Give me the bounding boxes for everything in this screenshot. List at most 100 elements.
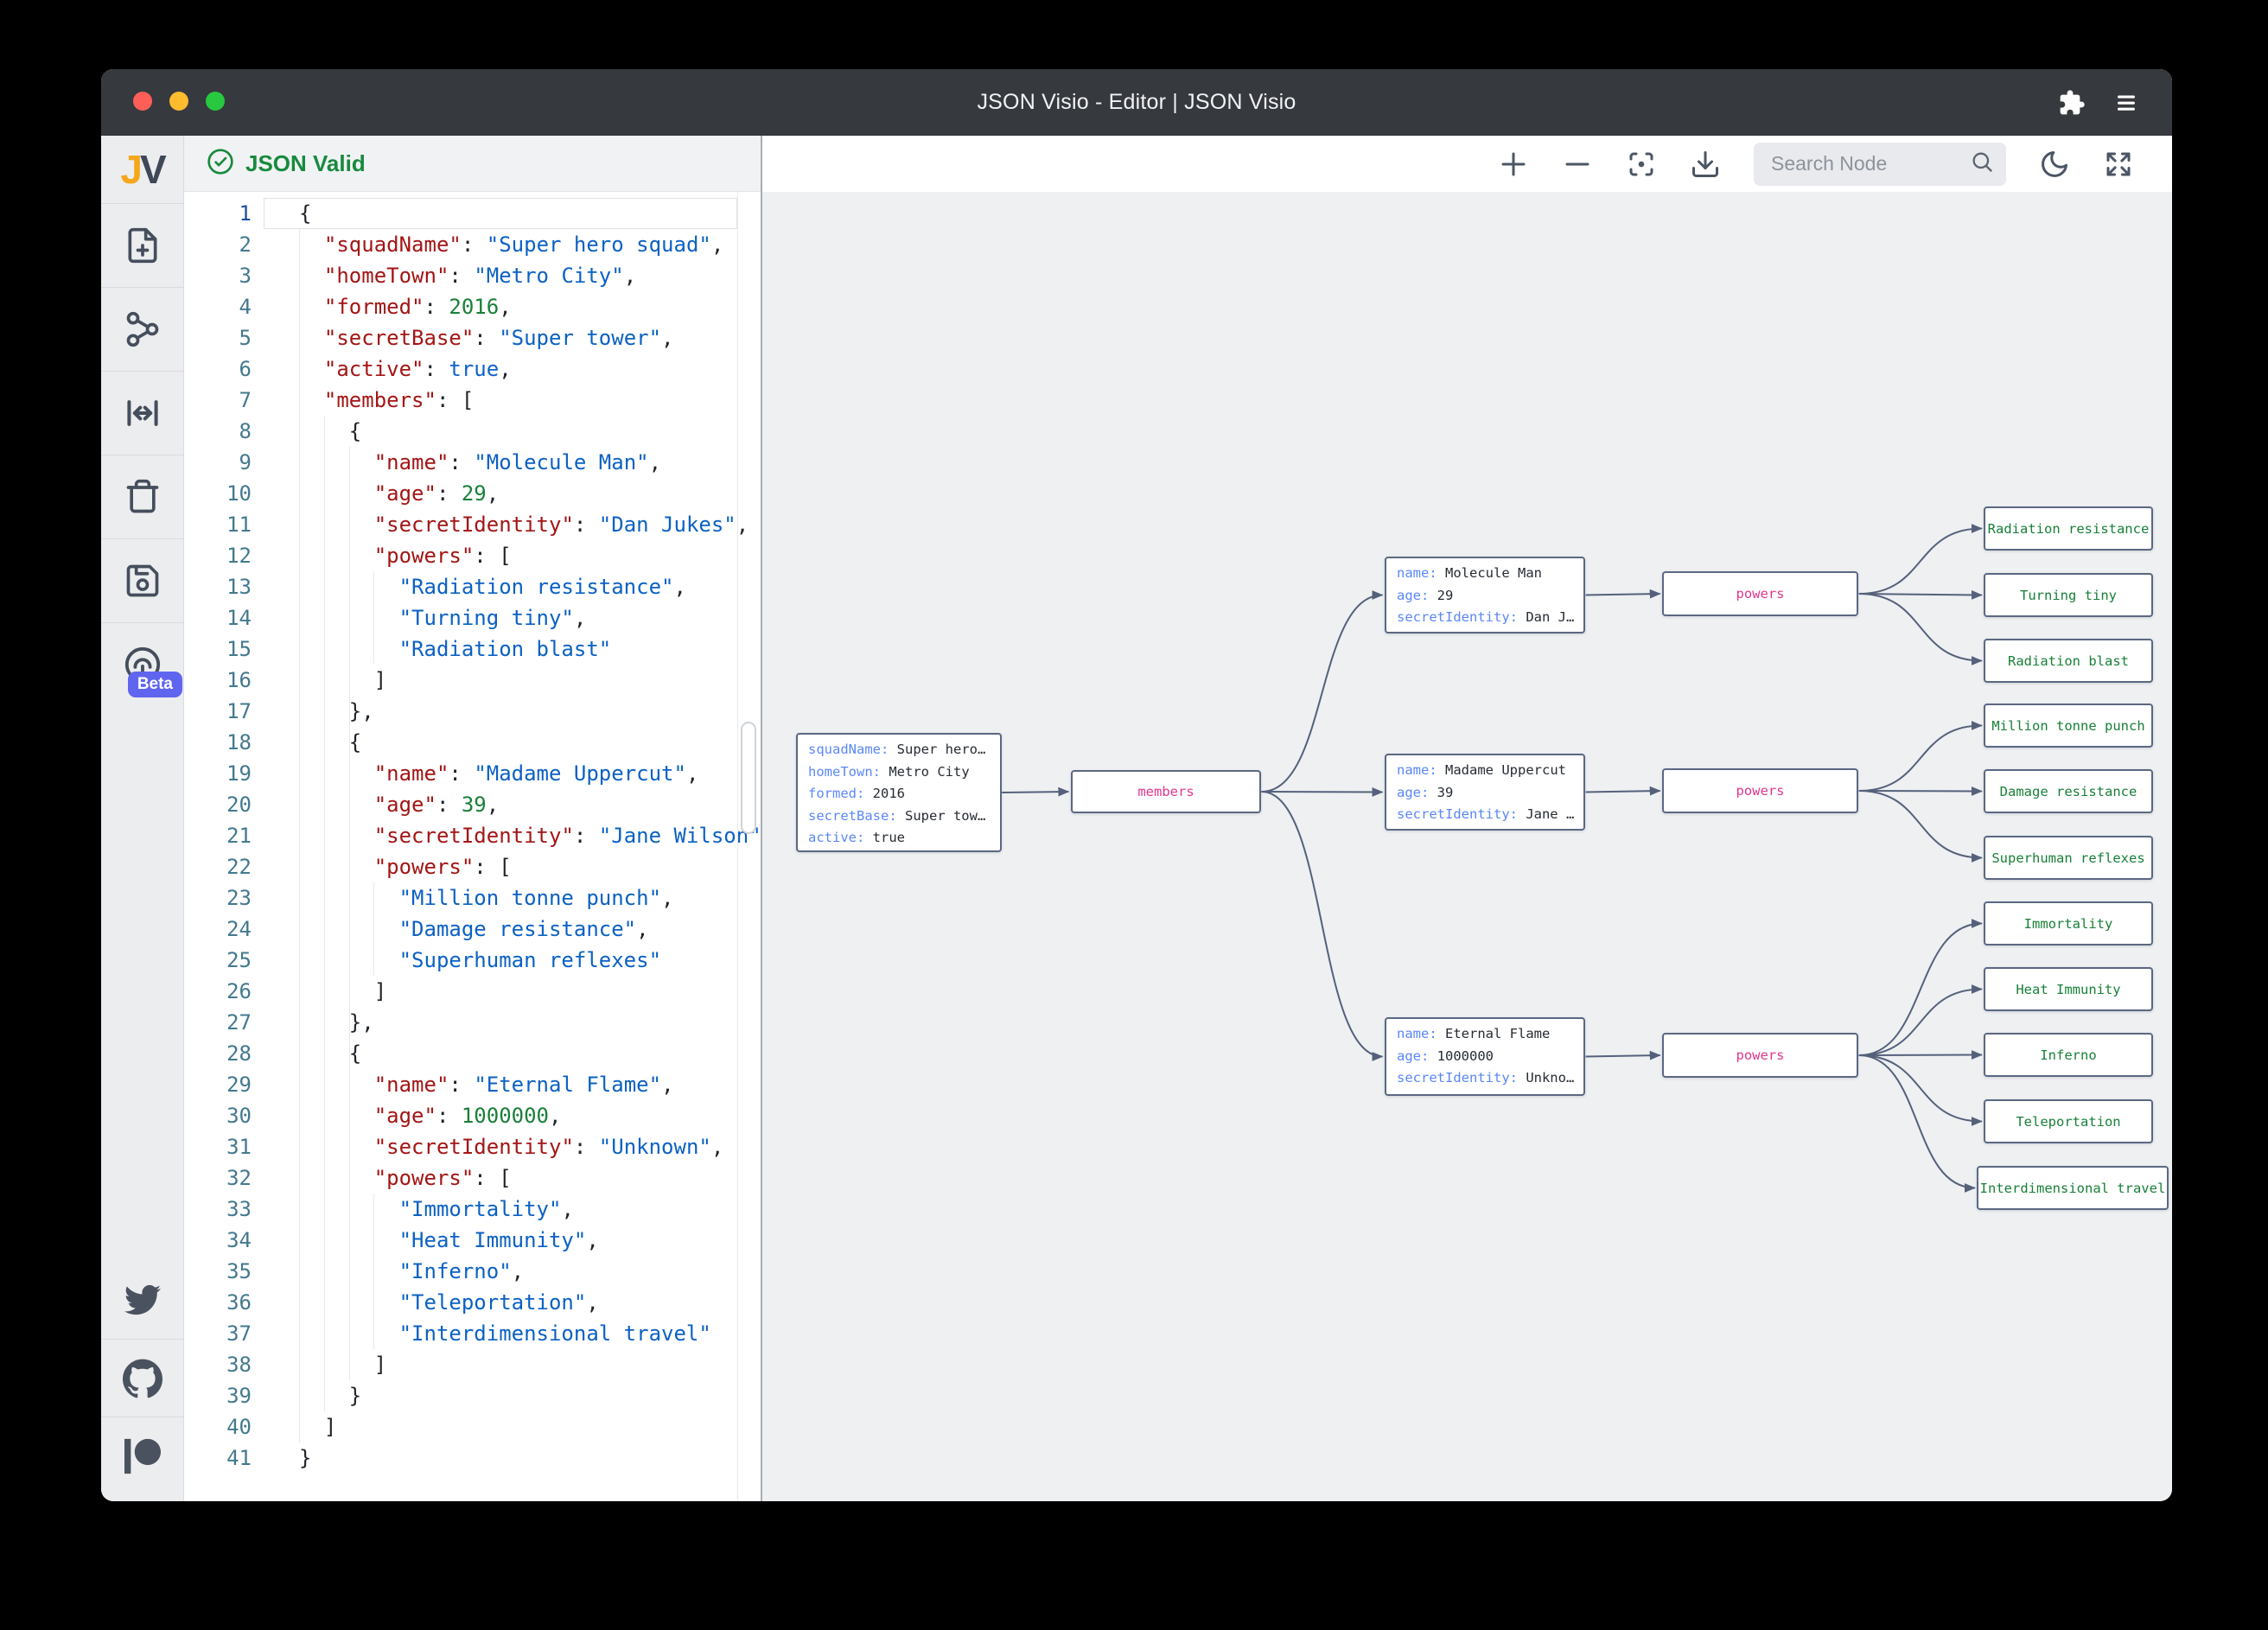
line-number: 41 — [226, 1446, 252, 1470]
code-line: 23 "Million tonne punch", — [184, 882, 761, 914]
line-number: 36 — [226, 1290, 252, 1315]
code-line: 35 "Inferno", — [184, 1256, 761, 1287]
graph-node-l9[interactable]: Inferno — [1984, 1033, 2153, 1077]
code-line: 32 "powers": [ — [184, 1162, 761, 1194]
line-number: 3 — [239, 264, 252, 288]
save-button[interactable] — [101, 538, 183, 622]
graph-node-l11[interactable]: Interdimensional travel — [1977, 1166, 2169, 1210]
graph-node-l6[interactable]: Superhuman reflexes — [1984, 836, 2153, 880]
github-link[interactable] — [101, 1339, 183, 1417]
code-text: "secretIdentity": "Unknown", — [373, 1135, 724, 1159]
code-text: "formed": 2016, — [323, 295, 512, 319]
graph-node-members[interactable]: members — [1071, 770, 1261, 813]
graph-canvas[interactable]: squadName: Super hero…homeTown: Metro Ci… — [762, 192, 2172, 1501]
graph-pane: squadName: Super hero…homeTown: Metro Ci… — [762, 136, 2172, 1501]
editor-scrollbar-thumb[interactable] — [741, 722, 756, 834]
graph-node-l8[interactable]: Heat Immunity — [1984, 967, 2153, 1011]
close-window-button[interactable] — [133, 92, 152, 111]
line-number: 8 — [239, 419, 252, 443]
code-line: 11 "secretIdentity": "Dan Jukes", — [184, 509, 761, 540]
node-label: Inferno — [2040, 1047, 2097, 1063]
code-editor[interactable]: 1{2 "squadName": "Super hero squad",3 "h… — [184, 192, 761, 1501]
graph-node-p2[interactable]: powers — [1662, 768, 1858, 813]
code-text: { — [348, 1041, 362, 1066]
code-text: ] — [373, 668, 387, 692]
line-number: 1 — [239, 201, 252, 226]
indent-guide — [349, 447, 350, 1380]
zoom-in-button[interactable] — [1498, 149, 1529, 180]
search-node-input[interactable] — [1769, 151, 1961, 176]
graph-node-l1[interactable]: Radiation resistance — [1984, 506, 2153, 551]
code-text: "name": "Molecule Man", — [373, 450, 662, 474]
code-text: "powers": [ — [373, 1166, 512, 1190]
search-icon[interactable] — [1970, 150, 1994, 178]
code-line: 5 "secretBase": "Super tower", — [184, 322, 761, 353]
code-text: "Inferno", — [398, 1259, 525, 1283]
code-text: } — [348, 1384, 362, 1408]
graph-edges — [1002, 524, 1983, 1193]
line-number: 40 — [226, 1415, 252, 1439]
share-graph-button[interactable] — [101, 287, 183, 371]
node-label: Teleportation — [2016, 1113, 2121, 1130]
center-view-button[interactable] — [1626, 149, 1657, 180]
fit-width-icon — [124, 394, 162, 432]
patreon-link[interactable] — [101, 1417, 183, 1494]
code-line: 13 "Radiation resistance", — [184, 571, 761, 602]
graph-node-l7[interactable]: Immortality — [1984, 901, 2153, 946]
code-line: 22 "powers": [ — [184, 851, 761, 882]
twitter-link[interactable] — [101, 1261, 183, 1339]
graph-node-l4[interactable]: Million tonne punch — [1984, 704, 2153, 748]
code-line: 1{ — [184, 198, 761, 229]
api-button[interactable]: Beta — [101, 622, 183, 706]
code-text: ] — [373, 979, 387, 1003]
code-text: { — [299, 201, 312, 226]
new-document-button[interactable] — [101, 203, 183, 287]
trash-icon — [124, 478, 162, 516]
line-number: 5 — [239, 326, 252, 350]
node-label: Superhuman reflexes — [1991, 850, 2145, 866]
code-line: 24 "Damage resistance", — [184, 914, 761, 945]
code-line: 6 "active": true, — [184, 353, 761, 385]
code-line: 26 ] — [184, 976, 761, 1007]
code-line: 21 "secretIdentity": "Jane Wilson", — [184, 820, 761, 851]
line-number: 23 — [226, 886, 252, 910]
line-number: 16 — [226, 668, 252, 692]
code-line: 29 "name": "Eternal Flame", — [184, 1069, 761, 1100]
line-number: 32 — [226, 1166, 252, 1190]
code-text: "secretIdentity": "Jane Wilson", — [373, 824, 761, 848]
node-label: Damage resistance — [1999, 783, 2137, 799]
browser-menu-icon[interactable] — [2112, 69, 2141, 136]
zoom-window-button[interactable] — [206, 92, 225, 111]
graph-node-p3[interactable]: powers — [1662, 1033, 1858, 1078]
extension-puzzle-icon[interactable] — [2058, 69, 2086, 136]
minimize-window-button[interactable] — [169, 92, 188, 111]
code-text: "Damage resistance", — [398, 917, 649, 941]
save-floppy-icon — [124, 562, 162, 600]
graph-node-l3[interactable]: Radiation blast — [1984, 639, 2153, 683]
dark-mode-toggle[interactable] — [2039, 149, 2070, 180]
graph-node-l5[interactable]: Damage resistance — [1984, 769, 2153, 813]
code-text: "Superhuman reflexes" — [398, 948, 662, 972]
download-image-button[interactable] — [1690, 149, 1721, 180]
code-line: 2 "squadName": "Super hero squad", — [184, 229, 761, 260]
node-label: Radiation resistance — [1987, 520, 2150, 537]
code-line: 30 "age": 1000000, — [184, 1100, 761, 1131]
code-text: "name": "Eternal Flame", — [373, 1073, 674, 1097]
line-number: 2 — [239, 232, 252, 257]
zoom-out-button[interactable] — [1562, 149, 1593, 180]
github-icon — [122, 1359, 162, 1398]
graph-node-root[interactable]: squadName: Super hero…homeTown: Metro Ci… — [796, 733, 1002, 852]
graph-node-l10[interactable]: Teleportation — [1984, 1099, 2153, 1143]
graph-node-p1[interactable]: powers — [1662, 571, 1858, 616]
line-number: 24 — [226, 917, 252, 941]
fullscreen-button[interactable] — [2103, 149, 2134, 180]
fit-width-button[interactable] — [101, 371, 183, 455]
graph-node-l2[interactable]: Turning tiny — [1984, 573, 2153, 617]
clear-json-button[interactable] — [101, 455, 183, 538]
